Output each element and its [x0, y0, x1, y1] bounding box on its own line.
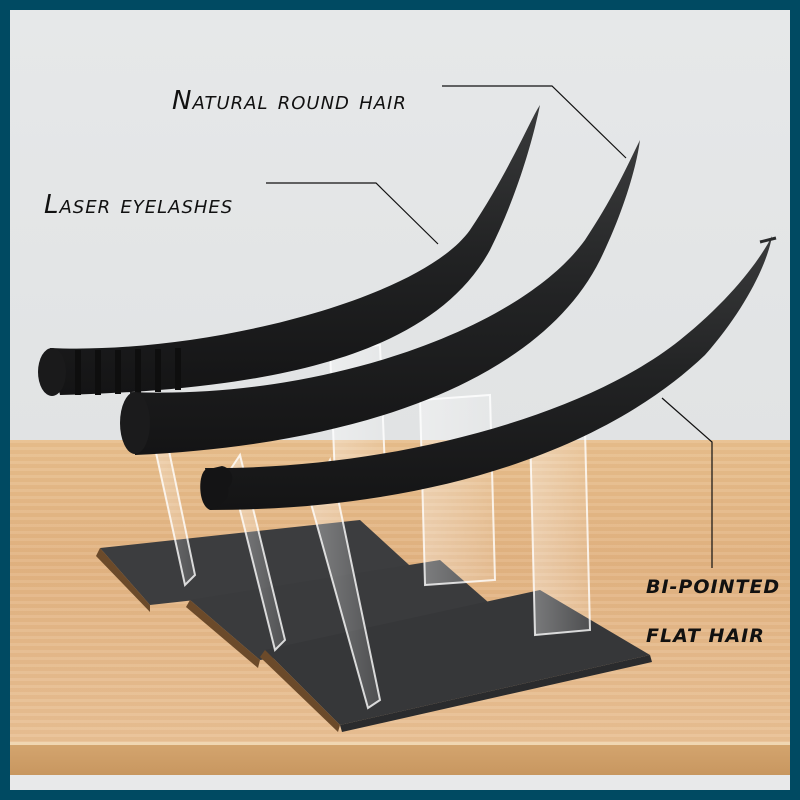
floor-strip [10, 775, 790, 790]
wooden-table-edge [10, 742, 790, 775]
label-natural-round-hair: Natural round hair [172, 86, 407, 116]
callout-lines [266, 85, 713, 568]
bi-pointed-flat-hair-model [200, 236, 777, 510]
laser-eyelash-model [38, 105, 540, 396]
eyelash-display-scene [38, 85, 777, 732]
label-laser-eyelashes: Laser eyelashes [44, 190, 234, 220]
label-flat-hair: FLAT HAIR [646, 625, 765, 647]
label-bi-pointed: BI-POINTED [646, 576, 781, 598]
natural-round-hair-model [120, 140, 640, 455]
product-image-frame: Natural round hair Laser eyelashes BI-PO… [10, 10, 790, 790]
